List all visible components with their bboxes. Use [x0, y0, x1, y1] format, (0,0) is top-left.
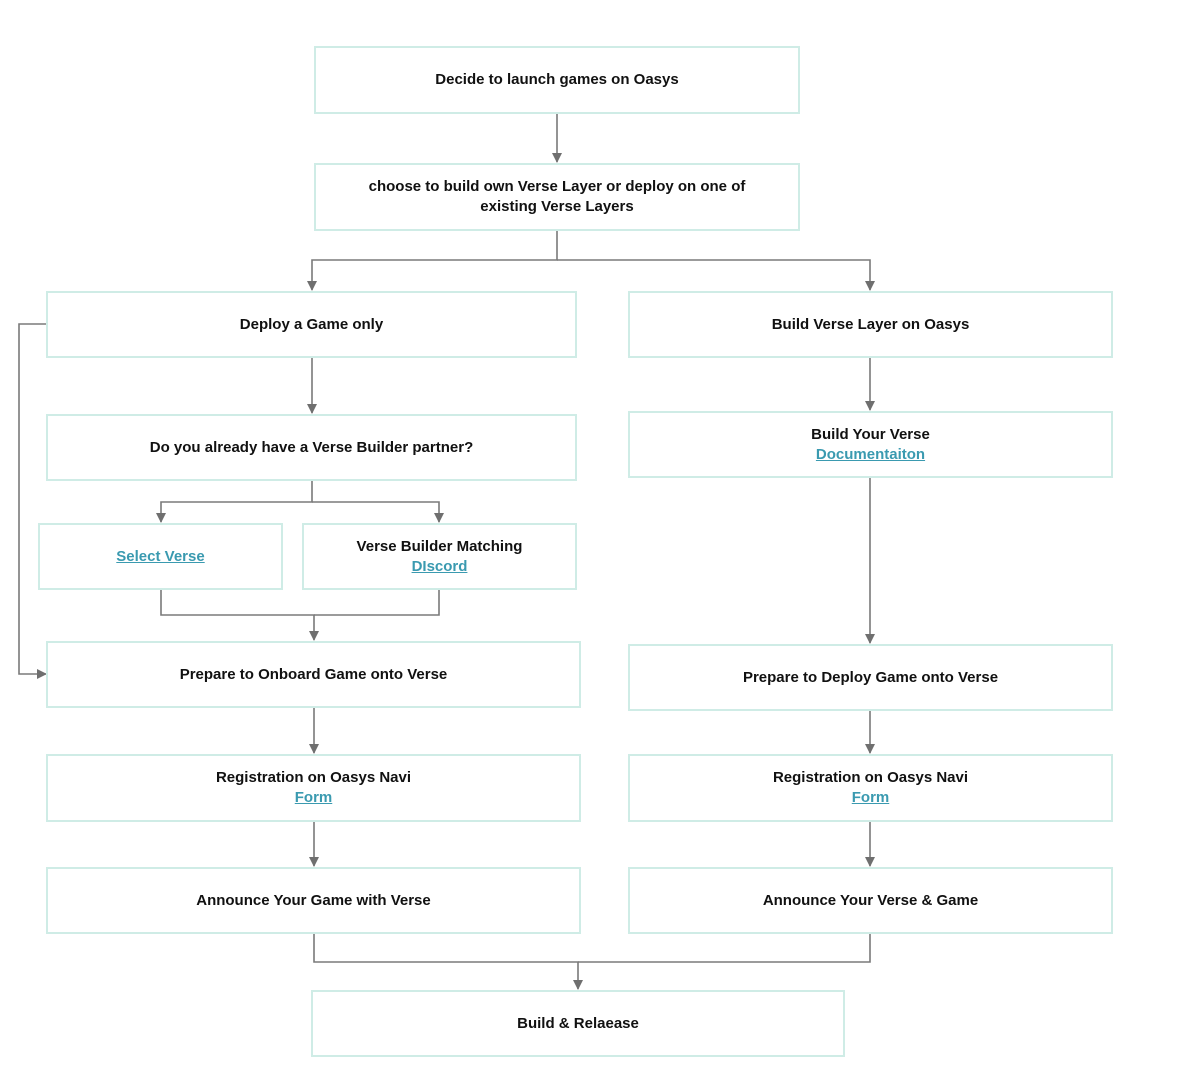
node-select-verse: Select Verse [38, 523, 283, 590]
node-verse-builder-matching: Verse Builder Matching DIscord [302, 523, 577, 590]
node-partner-question: Do you already have a Verse Builder part… [46, 414, 577, 481]
node-label: Verse Builder Matching [356, 537, 523, 555]
edge-select-verse-to-prepare-onboard [160, 590, 319, 641]
node-prepare-deploy: Prepare to Deploy Game onto Verse [628, 644, 1113, 711]
node-choose-verse-option: choose to build own Verse Layer or deplo… [314, 163, 800, 231]
discord-link[interactable]: DIscord [411, 557, 468, 575]
edge-announce-game-to-build-release [313, 934, 583, 990]
node-build-release: Build & Relaease [311, 990, 845, 1057]
node-prepare-onboard: Prepare to Onboard Game onto Verse [46, 641, 581, 708]
edge-builder-matching-to-prepare-onboard [314, 590, 440, 616]
node-build-your-verse: Build Your Verse Documentaiton [628, 411, 1113, 478]
edge-partner-question-to-select-verse [156, 481, 313, 523]
node-label: Decide to launch games on Oasys [435, 71, 679, 88]
node-label: Build Verse Layer on Oasys [771, 315, 970, 333]
form-link[interactable]: Form [851, 789, 890, 806]
node-label: Do you already have a Verse Builder part… [149, 438, 474, 456]
node-label: Announce Your Verse & Game [762, 891, 979, 909]
edge-choose-to-deploy-game [307, 231, 558, 291]
node-label: Registration on Oasys Navi [772, 769, 969, 786]
node-label: Registration on Oasys Navi [215, 769, 412, 786]
form-link[interactable]: Form [294, 789, 333, 806]
node-announce-game: Announce Your Game with Verse [46, 867, 581, 934]
edge-announce-verse-game-to-build-release [578, 934, 871, 963]
node-announce-verse-game: Announce Your Verse & Game [628, 867, 1113, 934]
node-label: Build & Relaease [517, 1014, 639, 1032]
node-label: Announce Your Game with Verse [196, 891, 431, 909]
node-registration-right: Registration on Oasys Navi Form [628, 754, 1113, 822]
edge-choose-to-build-verse-layer [557, 259, 875, 291]
node-registration-left: Registration on Oasys Navi Form [46, 754, 581, 822]
select-verse-link[interactable]: Select Verse [116, 547, 205, 565]
documentation-link[interactable]: Documentaiton [815, 445, 926, 463]
node-label: Deploy a Game only [239, 315, 384, 333]
node-decide-launch: Decide to launch games on Oasys [314, 46, 800, 114]
node-label: Prepare to Deploy Game onto Verse [742, 668, 999, 686]
edge-deploy-game-bypass-to-prepare-onboard [18, 323, 47, 679]
node-label: choose to build own Verse Layer or deplo… [368, 178, 746, 215]
node-build-verse-layer: Build Verse Layer on Oasys [628, 291, 1113, 358]
node-deploy-game-only: Deploy a Game only [46, 291, 577, 358]
edge-partner-question-to-builder-matching [312, 501, 444, 523]
node-label: Prepare to Onboard Game onto Verse [179, 665, 448, 683]
node-label: Build Your Verse [811, 425, 930, 443]
